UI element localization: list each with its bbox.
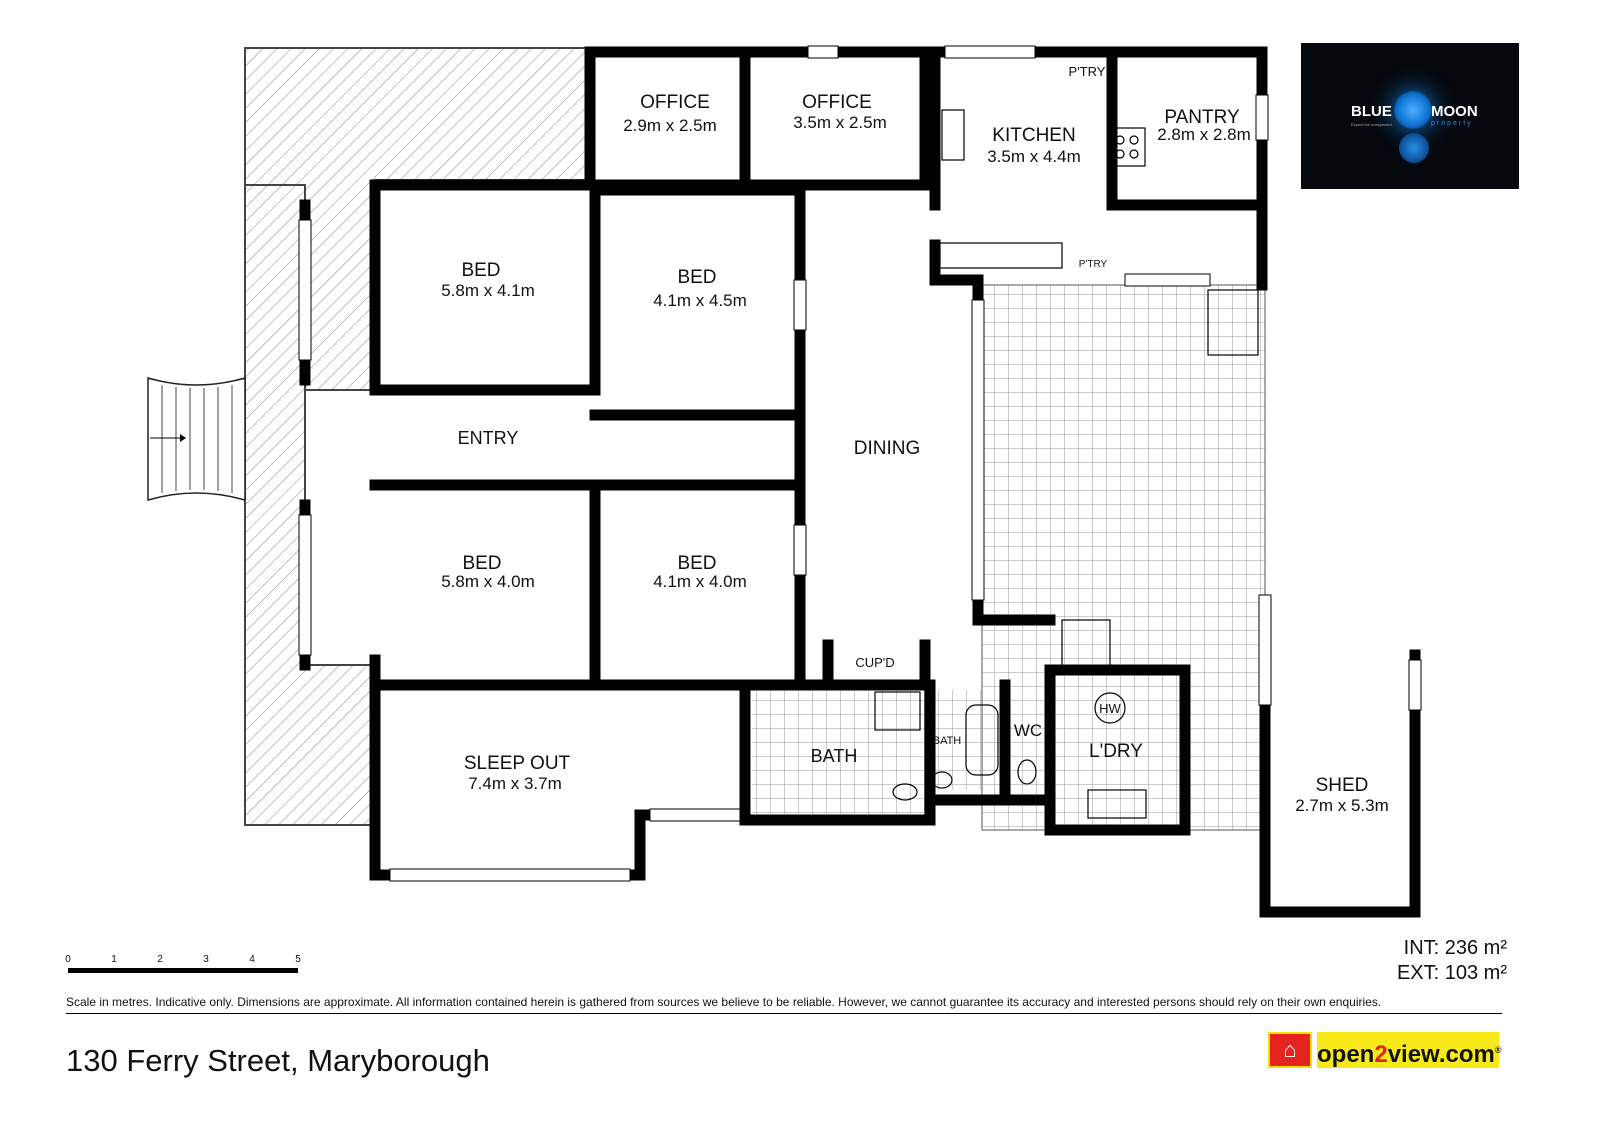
bed2-dim: 4.1m x 4.5m <box>653 291 747 310</box>
logo-tagline: Expect the unexpected <box>1351 122 1392 127</box>
bed3-dim: 5.8m x 4.0m <box>441 572 535 591</box>
disclaimer: Scale in metres. Indicative only. Dimens… <box>66 995 1382 1009</box>
office2-label: OFFICE <box>802 92 872 113</box>
bed1-dim: 5.8m x 4.1m <box>441 281 535 300</box>
scale-tick: 4 <box>249 954 255 965</box>
bed4-label: BED <box>677 553 716 574</box>
bed4-dim: 4.1m x 4.0m <box>653 572 747 591</box>
brand-pre: open <box>1317 1041 1375 1068</box>
fixtures <box>874 109 1259 819</box>
scale-tick: 2 <box>157 954 163 965</box>
divider <box>66 1013 1502 1014</box>
ext-area: EXT: 103 m² <box>1396 962 1507 984</box>
ptry2-label: P'TRY <box>1079 259 1108 270</box>
scale-tick: 0 <box>65 954 71 965</box>
moon-icon <box>1394 91 1432 129</box>
sleepout-dim: 7.4m x 3.7m <box>468 774 562 793</box>
bed2-label: BED <box>677 267 716 288</box>
bath1-label: BATH <box>811 746 858 766</box>
open2view-logo: ⌂ open2view.com® <box>1268 1032 1502 1068</box>
ptry1-label: P'TRY <box>1069 64 1106 79</box>
pantry-dim: 2.8m x 2.8m <box>1157 125 1251 144</box>
office1-label: OFFICE <box>640 92 710 113</box>
shed-dim: 2.7m x 5.3m <box>1295 796 1389 815</box>
bed3-label: BED <box>462 553 501 574</box>
office2-dim: 3.5m x 2.5m <box>793 113 887 132</box>
moon-reflection-icon <box>1399 133 1429 163</box>
scale-tick: 5 <box>295 954 301 965</box>
logo-word-blue: BLUE <box>1351 103 1392 120</box>
wc-label: WC <box>1014 721 1042 740</box>
pantry-label: PANTRY <box>1164 107 1240 128</box>
kitchen-label: KITCHEN <box>992 125 1075 146</box>
house-icon: ⌂ <box>1268 1032 1312 1068</box>
scale-bar: 0 1 2 3 4 5 <box>65 954 301 973</box>
scale-tick: 1 <box>111 954 117 965</box>
logo-sub: property <box>1431 120 1473 127</box>
logo-word-moon: MOON <box>1431 103 1478 120</box>
office1-dim: 2.9m x 2.5m <box>623 116 717 135</box>
brand-reg: ® <box>1494 1045 1502 1055</box>
bed1-label: BED <box>461 260 500 281</box>
front-stairs <box>147 377 246 501</box>
hw-label: HW <box>1099 701 1121 716</box>
bath2-label: BATH <box>933 735 962 747</box>
int-area: INT: 236 m² <box>1403 937 1507 959</box>
scale-tick: 3 <box>203 954 209 965</box>
cupd-label: CUP'D <box>855 655 894 670</box>
blue-moon-logo: BLUE MOON property Expect the unexpected <box>1301 43 1519 189</box>
entry-label: ENTRY <box>458 428 519 448</box>
brand-two: 2 <box>1374 1041 1388 1068</box>
brand-post: view.com <box>1387 1041 1495 1068</box>
dining-label: DINING <box>854 438 921 459</box>
address: 130 Ferry Street, Maryborough <box>66 1043 490 1078</box>
shed-label: SHED <box>1316 775 1369 796</box>
veranda <box>244 47 589 826</box>
kitchen-dim: 3.5m x 4.4m <box>987 147 1081 166</box>
laundry-label: L'DRY <box>1089 741 1143 762</box>
sleepout-label: SLEEP OUT <box>464 753 571 774</box>
